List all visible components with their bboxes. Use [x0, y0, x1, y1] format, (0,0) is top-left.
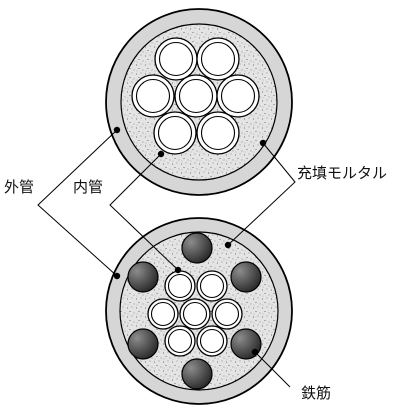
- leader-outer-pipe: [37, 129, 118, 277]
- cross-section-top: [105, 8, 293, 196]
- leader-dot: [224, 241, 232, 249]
- rebar: [181, 232, 213, 264]
- inner-pipe-bore: [182, 301, 208, 327]
- leader-dot: [251, 348, 259, 356]
- inner-pipe-bore: [178, 78, 214, 114]
- inner-pipe-bore: [199, 328, 225, 354]
- leader-fill-mortar: [227, 142, 296, 246]
- inner-pipe-bore: [214, 301, 240, 327]
- leader-dot: [113, 126, 121, 134]
- inner-pipes-bottom: [147, 270, 243, 357]
- inner-pipes-top: [131, 37, 260, 155]
- label-outer-pipe: 外管: [4, 178, 34, 196]
- rebar: [127, 328, 159, 360]
- label-inner-pipe: 内管: [73, 178, 103, 196]
- inner-pipe-bore: [158, 41, 194, 77]
- inner-pipe-bore: [157, 115, 193, 151]
- cross-section-bottom: [105, 217, 293, 405]
- leader-lines: [37, 129, 296, 388]
- inner-pipe-bore: [220, 78, 256, 114]
- rebar: [230, 261, 262, 293]
- leader-dot: [174, 266, 182, 274]
- rebar: [127, 261, 159, 293]
- inner-pipe-bore: [167, 273, 193, 299]
- leader-dots: [113, 126, 267, 356]
- label-fill-mortar: 充填モルタル: [297, 164, 387, 182]
- rebar: [181, 358, 213, 390]
- inner-pipe-bore: [200, 41, 236, 77]
- inner-pipe-bore: [167, 328, 193, 354]
- leader-dot: [157, 150, 165, 158]
- leader-inner-pipe: [109, 153, 179, 271]
- inner-pipe-bore: [200, 115, 236, 151]
- rebars: [127, 232, 262, 390]
- inner-pipe-bore: [135, 78, 171, 114]
- inner-pipe-bore: [150, 301, 176, 327]
- label-rebar: 鉄筋: [301, 384, 331, 402]
- inner-pipe-bore: [199, 273, 225, 299]
- leader-rebar: [254, 351, 291, 388]
- leader-dot: [259, 139, 267, 147]
- leader-dot: [113, 272, 121, 280]
